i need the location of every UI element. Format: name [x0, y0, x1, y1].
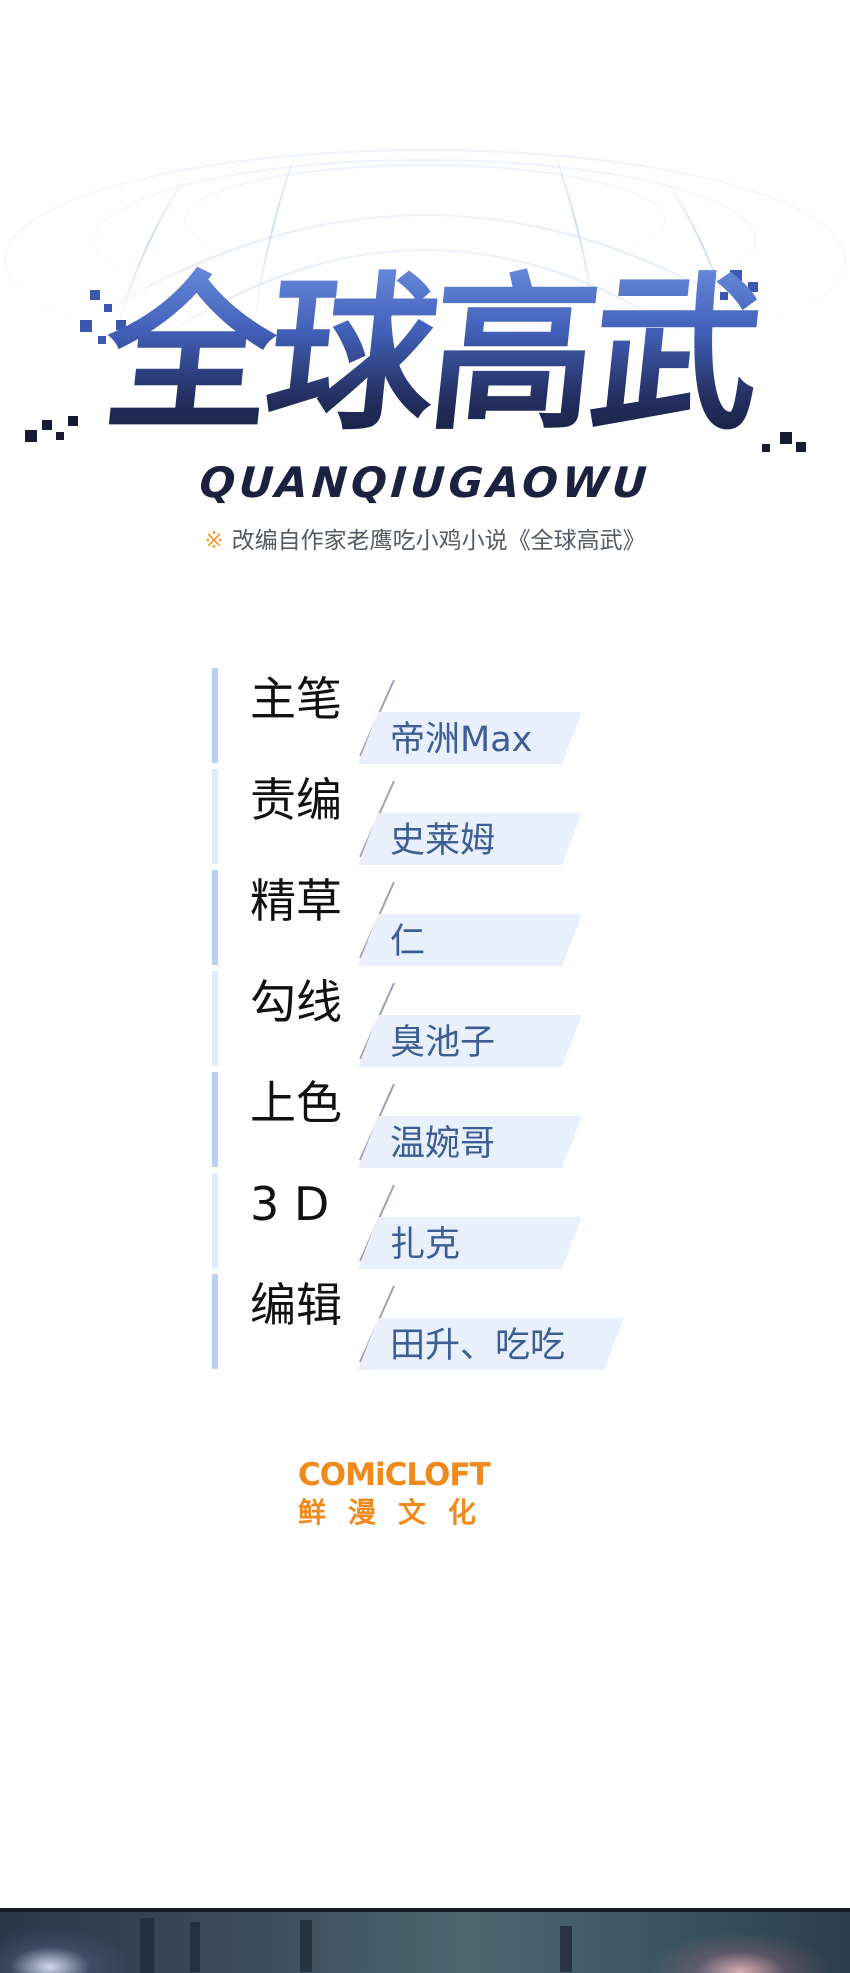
next-panel-preview — [0, 1908, 850, 1973]
publisher-name-en: COMiCLOFT — [298, 1457, 491, 1493]
credit-divider-bar — [212, 668, 218, 763]
credit-row: 编辑 田升、吃吃 — [212, 1270, 652, 1371]
name-background — [358, 1318, 624, 1370]
credit-name: 扎克 — [390, 1225, 461, 1265]
publisher-logo: COMiCLOFT 鲜漫文化 — [298, 1458, 512, 1530]
comic-title-logo: 全球高武 — [39, 255, 820, 455]
credit-role: 精草 — [250, 874, 342, 928]
credit-divider-bar — [212, 1072, 218, 1167]
credit-divider-bar — [212, 769, 218, 864]
credit-name: 臭池子 — [390, 1023, 496, 1063]
credit-row: 上色 温婉哥 — [212, 1068, 652, 1169]
credit-row: 勾线 臭池子 — [212, 967, 652, 1068]
name-background — [358, 1116, 582, 1168]
adaptation-note: ※ 改编自作家老鹰吃小鸡小说《全球高武》 — [0, 521, 850, 555]
pixel-decoration-right — [720, 270, 806, 452]
credits-list: 主笔 帝洲Max 责编 史莱姆 精草 仁 — [212, 664, 652, 1371]
credit-row: 主笔 帝洲Max — [212, 664, 652, 765]
adaptation-text: 改编自作家老鹰吃小鸡小说《全球高武》 — [231, 528, 646, 554]
credit-role: 责编 — [250, 773, 342, 827]
name-background — [358, 914, 582, 966]
light-glow — [0, 1927, 130, 1973]
globe-background — [4, 130, 846, 370]
credit-role: 3 D — [250, 1177, 330, 1231]
credit-row: 责编 史莱姆 — [212, 765, 652, 866]
silhouette — [300, 1920, 312, 1972]
reference-mark-icon: ※ — [204, 528, 224, 554]
name-background — [358, 1217, 582, 1269]
light-glow — [650, 1932, 830, 1973]
credit-divider-bar — [212, 971, 218, 1066]
credit-row: 3 D 扎克 — [212, 1169, 652, 1270]
credit-name: 史莱姆 — [390, 821, 496, 861]
credit-divider-bar — [212, 870, 218, 965]
credit-name: 帝洲Max — [390, 720, 533, 760]
comic-title-pinyin: QUANQIUGAOWU — [197, 458, 653, 507]
name-background — [358, 712, 582, 764]
credit-role: 主笔 — [250, 672, 342, 726]
credit-role: 勾线 — [250, 975, 342, 1029]
credit-role: 上色 — [250, 1076, 342, 1130]
credit-name: 仁 — [390, 922, 426, 962]
credit-name: 温婉哥 — [390, 1124, 496, 1164]
credit-row: 精草 仁 — [212, 866, 652, 967]
silhouette — [560, 1926, 572, 1972]
name-background — [358, 813, 582, 865]
name-background — [358, 1015, 582, 1067]
silhouette — [190, 1922, 200, 1972]
credit-divider-bar — [212, 1173, 218, 1268]
publisher-name-cn: 鲜漫文化 — [298, 1496, 499, 1529]
credit-name: 田升、吃吃 — [390, 1326, 566, 1366]
credit-role: 编辑 — [250, 1278, 342, 1332]
silhouette — [140, 1918, 154, 1973]
credit-divider-bar — [212, 1274, 218, 1369]
pixel-decoration-left — [25, 290, 126, 442]
